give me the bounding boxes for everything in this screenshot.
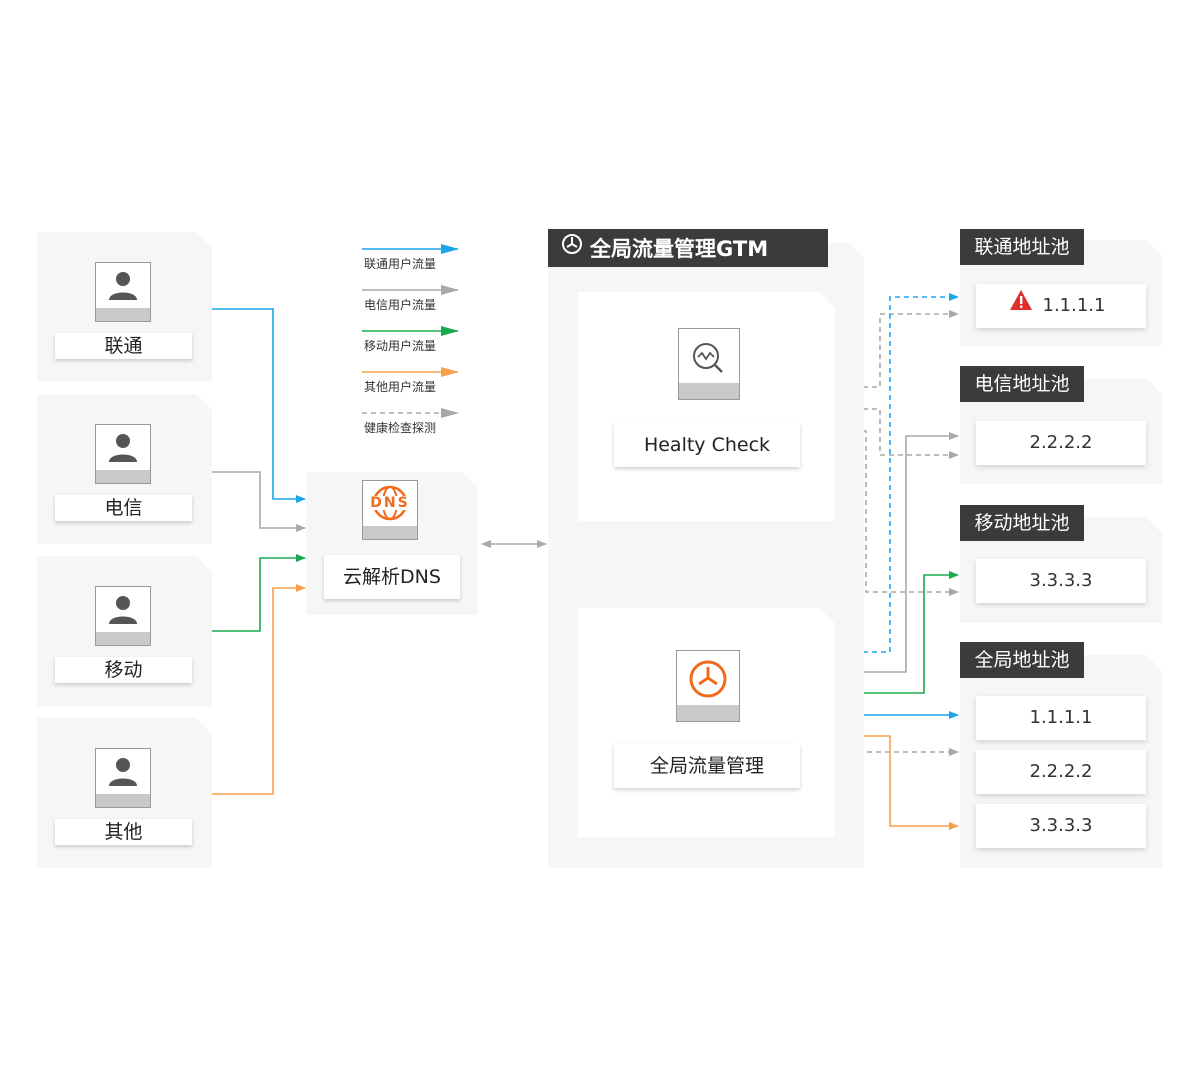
user-icon bbox=[95, 748, 151, 808]
health-check-label: Healty Check bbox=[614, 423, 800, 467]
user-label: 移动 bbox=[55, 657, 192, 683]
route-arrow-mobile-pool bbox=[836, 571, 959, 694]
gtm-title-tag: 全局流量管理GTM bbox=[548, 229, 828, 267]
legend-label-other: 其他用户流量 bbox=[364, 380, 437, 394]
pool-title-telecom: 电信地址池 bbox=[960, 366, 1084, 402]
route-arrow-telecom-pool bbox=[836, 432, 959, 673]
legend-label-mobile: 移动用户流量 bbox=[364, 339, 437, 353]
ip-value: 1.1.1.1 bbox=[1042, 295, 1106, 316]
pool-ip-item: 2.2.2.2 bbox=[976, 421, 1146, 465]
pool-ip-item: 1.1.1.1 bbox=[976, 284, 1146, 328]
gtm-manager-label: 全局流量管理 bbox=[614, 744, 800, 788]
legend-label-unicom: 联通用户流量 bbox=[364, 257, 437, 271]
user-icon bbox=[95, 586, 151, 646]
pool-ip-item: 3.3.3.3 bbox=[976, 559, 1146, 603]
alert-icon bbox=[1009, 284, 1033, 328]
pool-title-global: 全局地址池 bbox=[960, 642, 1084, 678]
pool-ip-item: 3.3.3.3 bbox=[976, 804, 1146, 848]
dns-label: 云解析DNS bbox=[324, 555, 460, 599]
dns-card: DNS 云解析DNS bbox=[306, 472, 478, 615]
user-card-mobile: 移动 bbox=[37, 556, 212, 706]
gtm-logo-icon bbox=[560, 230, 584, 268]
user-label: 联通 bbox=[55, 333, 192, 359]
user-icon bbox=[95, 424, 151, 484]
user-icon bbox=[95, 262, 151, 322]
user-card-telecom: 电信 bbox=[37, 394, 212, 544]
pool-ip-item: 2.2.2.2 bbox=[976, 750, 1146, 794]
dns-icon: DNS bbox=[362, 480, 418, 540]
flow-arrow-mobile-to-dns bbox=[212, 554, 306, 632]
user-card-other: 其他 bbox=[37, 718, 212, 868]
user-label: 电信 bbox=[55, 495, 192, 521]
gtm-title: 全局流量管理GTM bbox=[590, 237, 769, 261]
pool-title-unicom: 联通地址池 bbox=[960, 229, 1084, 265]
flow-arrow-telecom-to-dns bbox=[212, 471, 306, 532]
legend-label-telecom: 电信用户流量 bbox=[364, 298, 437, 312]
legend-label-health-check: 健康检查探测 bbox=[364, 421, 437, 435]
pool-ip-item: 1.1.1.1 bbox=[976, 696, 1146, 740]
gtm-manager-icon bbox=[676, 650, 740, 722]
dns-icon-text: DNS bbox=[370, 495, 410, 511]
flow-arrow-other-to-dns bbox=[212, 584, 306, 795]
user-label: 其他 bbox=[55, 819, 192, 845]
user-card-unicom: 联通 bbox=[37, 232, 212, 382]
health-probe-arrow bbox=[836, 430, 959, 596]
pool-title-mobile: 移动地址池 bbox=[960, 505, 1084, 541]
gtm-manager-card: 全局流量管理 bbox=[578, 608, 835, 837]
health-check-icon bbox=[678, 328, 740, 400]
flow-arrow-unicom-to-dns bbox=[212, 308, 306, 503]
health-check-card: Healty Check bbox=[578, 292, 835, 521]
